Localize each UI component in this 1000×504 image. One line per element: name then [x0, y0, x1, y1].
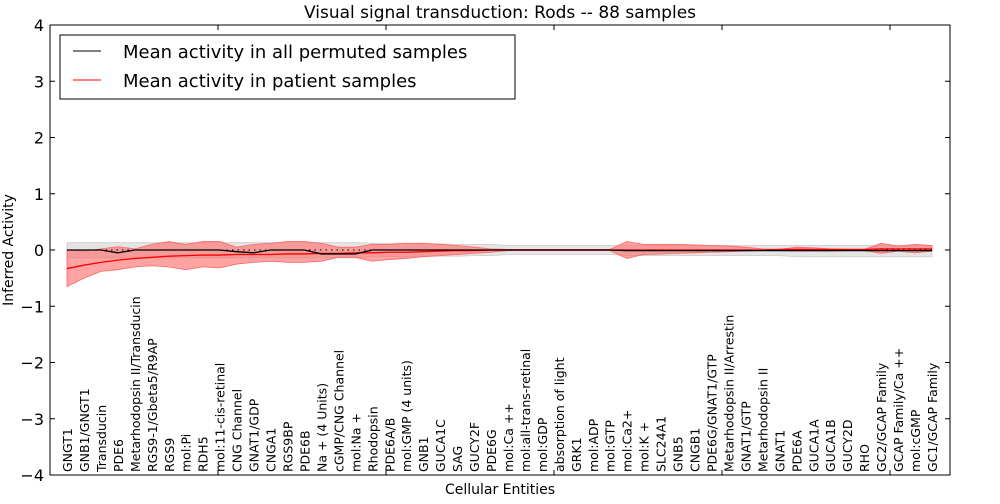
x-category-label: GNAT1/GDP	[247, 398, 262, 472]
x-category-label: mol:K +	[637, 422, 652, 472]
x-category-label: Metarhodopsin II/Arrestin	[721, 315, 736, 472]
plot-area	[67, 242, 932, 287]
x-category-label: SLC24A1	[654, 416, 669, 472]
legend-label-patient: Mean activity in patient samples	[123, 71, 417, 92]
x-category-label: RGS9BP	[280, 421, 295, 472]
x-category-label: Na + (4 Units)	[314, 383, 329, 472]
x-category-label: mol:Ca ++	[501, 403, 516, 472]
y-tick-label: −1	[20, 297, 44, 316]
x-category-label: cGMP/CNG Channel	[331, 350, 346, 472]
y-tick-label: 1	[34, 185, 44, 204]
x-category-label: PDE6G	[484, 429, 499, 472]
legend: Mean activity in all permuted samples Me…	[60, 35, 515, 99]
x-category-label: GNB5	[671, 436, 686, 472]
x-category-label: GUCY2F	[467, 422, 482, 472]
y-axis-label: Inferred Activity	[1, 194, 17, 306]
x-axis-label: Cellular Entities	[445, 482, 555, 498]
x-category-label: Metarhodopsin II/Transducin	[128, 296, 143, 472]
x-category-label: mol:cGMP	[908, 409, 923, 472]
x-category-label: GUCA1B	[823, 419, 838, 472]
x-category-label: PDE6G/GNAT1/GTP	[705, 354, 720, 472]
x-category-label: mol:all-trans-retinal	[518, 349, 533, 472]
x-category-label: GUCA1A	[806, 419, 821, 472]
x-category-label: GUCA1C	[433, 419, 448, 472]
y-tick-label: 4	[34, 16, 44, 35]
y-tick-label: 0	[34, 241, 44, 260]
y-tick-label: 2	[34, 129, 44, 148]
x-category-label: mol:11-cis-retinal	[213, 363, 228, 472]
x-category-label: mol:Pi	[179, 434, 194, 472]
x-category-label: RDH5	[196, 436, 211, 472]
x-category-label: RHO	[857, 444, 872, 472]
x-category-label: GNAT1	[772, 430, 787, 472]
x-category-label: RGS9	[162, 438, 177, 472]
x-category-label: GCAP Family/Ca ++	[891, 348, 906, 472]
x-category-label: GNB1/GNGT1	[77, 388, 92, 472]
x-category-label: PDE6	[111, 439, 126, 472]
x-category-label: PDE6B	[297, 430, 312, 472]
x-category-label: GNB1	[416, 436, 431, 472]
x-category-label: GRK1	[569, 437, 584, 472]
chart-title: Visual signal transduction: Rods -- 88 s…	[304, 3, 696, 23]
x-category-label: mol:GMP (4 units)	[399, 360, 414, 472]
x-category-label: GC1/GCAP Family	[925, 362, 940, 472]
x-category-label: mol:ADP	[586, 418, 601, 472]
x-category-label: GNAT1/GTP	[738, 401, 753, 472]
x-category-label: GC2/GCAP Family	[874, 362, 889, 472]
y-tick-label: −4	[20, 466, 44, 485]
x-category-label: CNGA1	[264, 428, 279, 472]
x-category-label: Metarhodopsin II	[755, 368, 770, 472]
x-category-label: PDE6A	[789, 430, 804, 472]
x-category-label: GNGT1	[60, 428, 75, 472]
x-category-label: GUCY2D	[840, 419, 855, 472]
x-category-label: mol:GTP	[603, 420, 618, 472]
x-category-label: Rhodopsin	[365, 406, 380, 472]
y-tick-label: 3	[34, 72, 44, 91]
x-category-label: CNG Channel	[230, 389, 245, 472]
x-category-label: Transducin	[94, 405, 109, 473]
x-category-label: SAG	[450, 446, 465, 472]
x-category-label: PDE6A/B	[382, 418, 397, 472]
x-category-label: CNGB1	[688, 428, 703, 472]
legend-label-permuted: Mean activity in all permuted samples	[123, 42, 467, 63]
x-category-label: mol:Ca2+	[620, 410, 635, 472]
y-tick-label: −3	[20, 410, 44, 429]
x-category-label: RGS9-1/Gbeta5/R9AP	[145, 338, 160, 472]
x-category-label: mol:Na +	[348, 413, 363, 472]
x-category-label: absorption of light	[552, 357, 567, 472]
x-category-label: mol:GDP	[535, 417, 550, 472]
y-tick-label: −2	[20, 354, 44, 373]
